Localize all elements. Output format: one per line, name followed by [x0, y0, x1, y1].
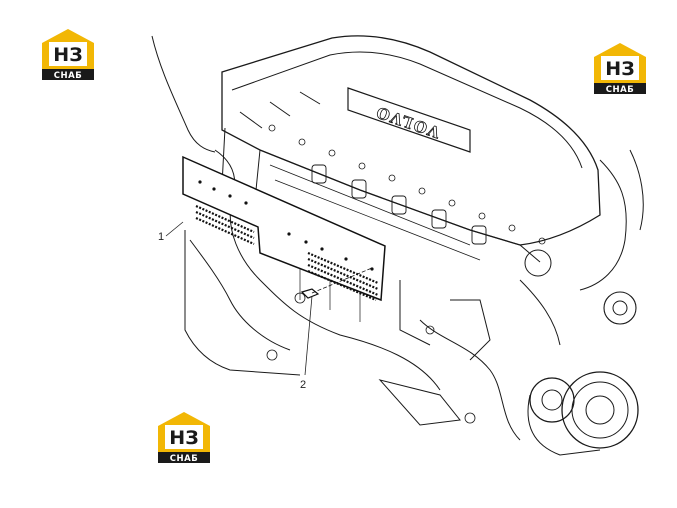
callout-1-label: 1 [158, 231, 164, 243]
watermark-logo-sub: СНАБ [606, 85, 634, 95]
fan-hub [524, 249, 552, 277]
watermark-logo-sub: СНАБ [54, 71, 82, 81]
callout-2-label: 2 [300, 379, 306, 391]
watermark-logo: НЗ СНАБ [155, 410, 213, 464]
watermark-logo-main: НЗ [605, 58, 634, 80]
wiring-harness-right [419, 319, 521, 441]
watermark-logo-main: НЗ [169, 427, 198, 449]
idler-pulley [529, 377, 575, 423]
upper-cable [151, 35, 216, 153]
valve-cover [221, 35, 601, 246]
heat-shield-panel [182, 155, 386, 302]
intake-ports [311, 164, 487, 245]
watermark-logo-main: НЗ [53, 44, 82, 66]
callout-1-leader [165, 221, 184, 237]
watermark-logo-sub: СНАБ [170, 454, 198, 464]
brand-plate [347, 87, 471, 153]
bolt [300, 267, 373, 299]
shield-perforation [195, 204, 379, 302]
callout-2-leader [304, 295, 313, 376]
watermark-logo: НЗ СНАБ [39, 27, 97, 81]
watermark-logo: НЗ СНАБ [591, 41, 649, 95]
crank-pulley [561, 371, 639, 449]
alternator-pulley [603, 291, 637, 325]
